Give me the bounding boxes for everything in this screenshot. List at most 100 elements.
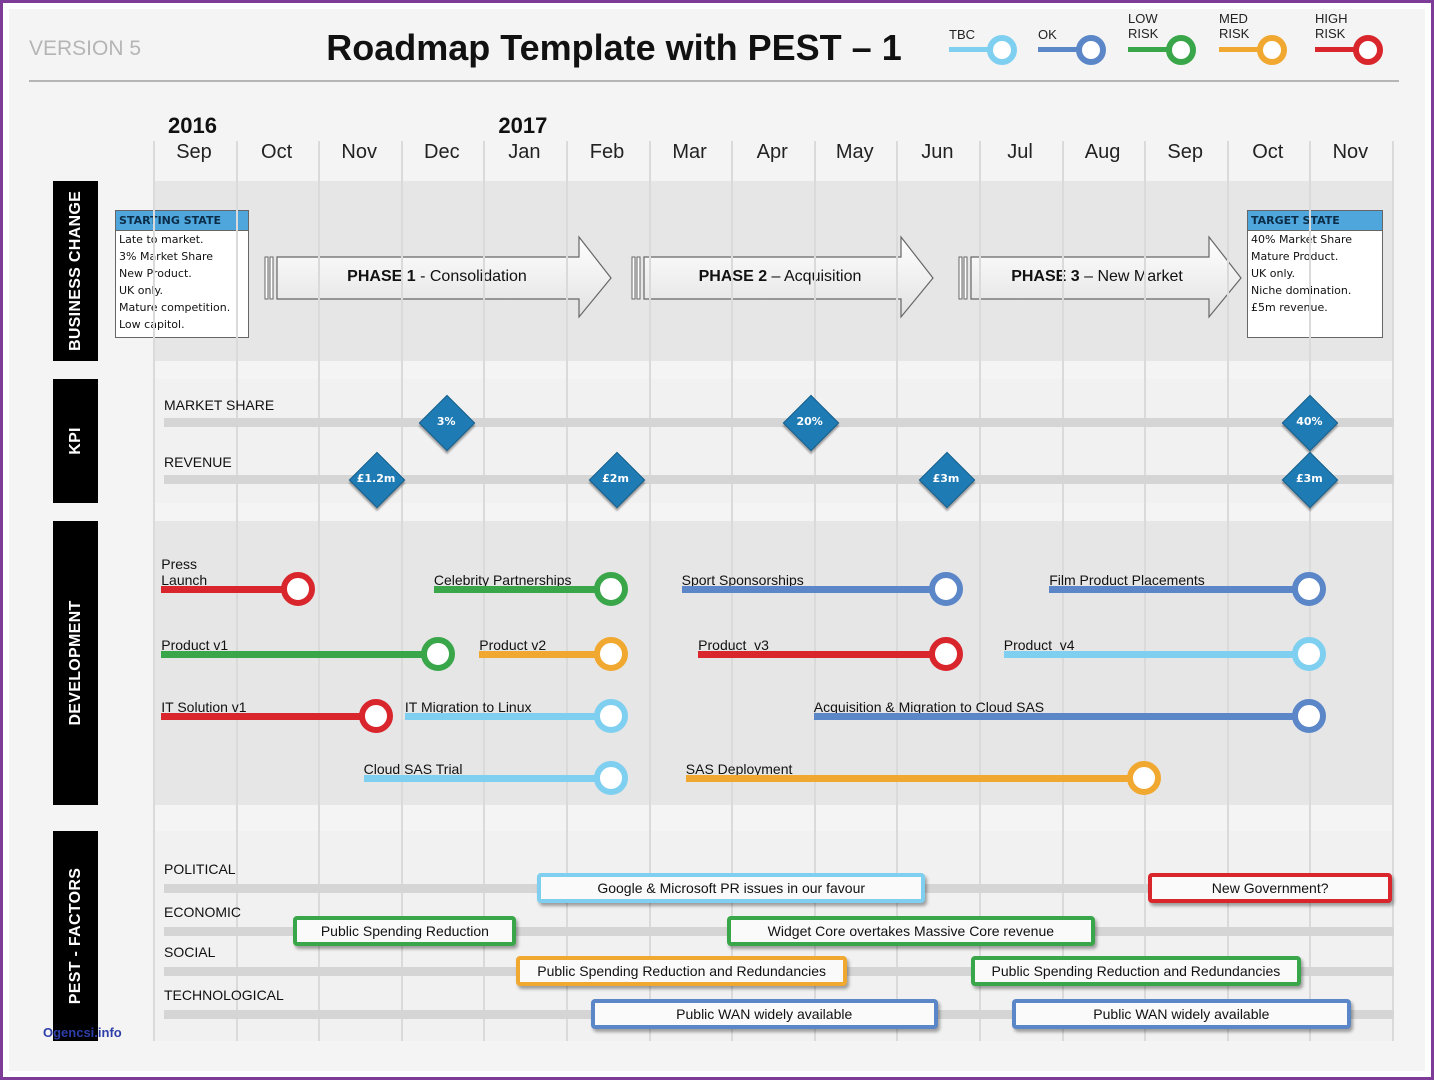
pest-factor-box: Public Spending Reduction and Redundanci… <box>516 956 847 986</box>
kpi-milestone-value: 3% <box>436 415 456 428</box>
month-gridline <box>318 141 321 1041</box>
dev-item-bar <box>404 713 612 720</box>
legend-line <box>949 47 1001 52</box>
month-label: Feb <box>589 141 625 163</box>
legend-line <box>1219 47 1271 52</box>
dev-item-bar <box>363 775 612 782</box>
month-gridline <box>648 141 651 1041</box>
pest-factor-box: Public Spending Reduction <box>293 916 517 946</box>
version-label: VERSION 5 <box>29 37 142 60</box>
month-gridline <box>1392 141 1394 1041</box>
dev-item-label: IT Migration to Linux <box>404 699 532 715</box>
state-line: Niche domination. <box>1251 284 1352 297</box>
development-band <box>153 521 1393 805</box>
dev-item-label: Acquisition & Migration to Cloud SAS <box>813 699 1045 715</box>
dev-item-ring-icon <box>1292 699 1327 733</box>
state-line: Late to market. <box>119 233 204 246</box>
state-line: Low capitol. <box>119 318 185 331</box>
dev-item-label: Sport Sponsorships <box>681 572 804 588</box>
dev-item-label: Cloud SAS Trial <box>363 761 463 777</box>
pest-row-label: TECHNOLOGICAL <box>164 987 284 1003</box>
roadmap-slide: VERSION 5 Roadmap Template with PEST – 1… <box>9 9 1425 1071</box>
month-label: Jun <box>921 141 954 163</box>
month-label: Jul <box>1007 141 1033 163</box>
title-divider <box>29 80 1399 82</box>
dev-item-label: Product v4 <box>1003 637 1075 653</box>
dev-item-ring-icon <box>420 637 455 671</box>
dev-item-bar <box>161 651 438 658</box>
kpi-milestone-value: £3m <box>1296 472 1323 485</box>
starting-state-title: STARTING STATE <box>116 211 248 231</box>
month-label: Nov <box>341 141 377 163</box>
state-line: £5m revenue. <box>1251 301 1328 314</box>
dev-item-ring-icon <box>594 699 629 733</box>
phase-2-arrow <box>631 235 934 319</box>
state-line: 3% Market Share <box>119 250 213 263</box>
kpi-row-label: MARKET SHARE <box>164 397 275 413</box>
dev-item-label: Product v3 <box>698 637 769 653</box>
legend-ring-icon <box>1353 35 1383 65</box>
month-label: Sep <box>176 141 212 163</box>
month-gridline <box>153 141 155 1041</box>
year-label: 2016 <box>168 113 217 138</box>
legend-line <box>1038 47 1090 52</box>
month-label: Mar <box>672 141 707 163</box>
dev-item-ring-icon <box>280 572 315 606</box>
kpi-milestone-value: 40% <box>1296 415 1323 428</box>
pest-factor-box: Public WAN widely available <box>1012 999 1351 1029</box>
kpi-milestone-value: £2m <box>602 472 629 485</box>
kpi-milestone-value: £3m <box>932 472 960 485</box>
legend-label: HIGH RISK <box>1315 11 1348 41</box>
section-pest: PEST - FACTORS <box>53 831 98 1041</box>
dev-item-bar <box>479 651 612 658</box>
month-label: Oct <box>261 141 293 163</box>
legend-label: TBC <box>949 27 975 42</box>
dev-item-ring-icon <box>1292 637 1327 671</box>
pest-factor-box: Public WAN widely available <box>590 999 938 1029</box>
kpi-milestone-value: 20% <box>796 415 823 428</box>
dev-item-bar <box>698 651 946 658</box>
dev-item-label: Product v2 <box>479 637 547 653</box>
legend-ring-icon <box>987 35 1017 65</box>
phase-1-arrow <box>264 235 612 319</box>
watermark: Ogencsi.info <box>43 1025 122 1040</box>
legend-line <box>1128 47 1180 52</box>
phase-3-arrow <box>958 235 1242 319</box>
dev-item-ring-icon <box>1127 761 1162 795</box>
legend-ring-icon <box>1257 35 1287 65</box>
pest-factor-box: Widget Core overtakes Massive Core reven… <box>727 916 1095 946</box>
month-label: Jan <box>508 141 541 163</box>
starting-state-box: STARTING STATE Late to market. 3% Market … <box>115 210 249 338</box>
pest-factor-box: Google & Microsoft PR issues in our favo… <box>537 873 926 903</box>
month-label: Sep <box>1167 141 1203 163</box>
dev-item-ring-icon <box>928 572 963 606</box>
state-line: Mature competition. <box>119 301 231 314</box>
kpi-milestone-value: £1.2m <box>356 472 396 485</box>
legend-line <box>1315 47 1367 52</box>
dev-item-ring-icon <box>594 637 629 671</box>
dev-item-label: IT Solution v1 <box>161 699 247 715</box>
month-gridline <box>400 141 403 1041</box>
page-title: Roadmap Template with PEST – 1 <box>326 27 902 68</box>
phase-2-label: PHASE 2 – Acquisition <box>698 268 862 285</box>
dev-item-ring-icon <box>594 572 629 606</box>
pest-row-label: ECONOMIC <box>164 904 241 920</box>
section-business-change: BUSINESS CHANGE <box>53 181 98 361</box>
dev-item-bar <box>433 586 612 593</box>
state-line: New Product. <box>119 267 192 280</box>
pest-row-label: POLITICAL <box>164 861 236 877</box>
legend-label: MED RISK <box>1219 11 1250 41</box>
dev-item-label: Film Product Placements <box>1049 572 1205 588</box>
dev-item-bar <box>685 775 1145 782</box>
month-label: Nov <box>1332 141 1369 163</box>
month-label: Apr <box>756 141 788 163</box>
month-label: Oct <box>1252 141 1284 163</box>
dev-item-ring-icon <box>1292 572 1327 606</box>
pest-factor-box: New Government? <box>1148 873 1392 903</box>
section-kpi: KPI <box>53 379 98 503</box>
state-line: Mature Product. <box>1251 250 1339 263</box>
dev-item-label: SAS Deployment <box>685 761 793 777</box>
